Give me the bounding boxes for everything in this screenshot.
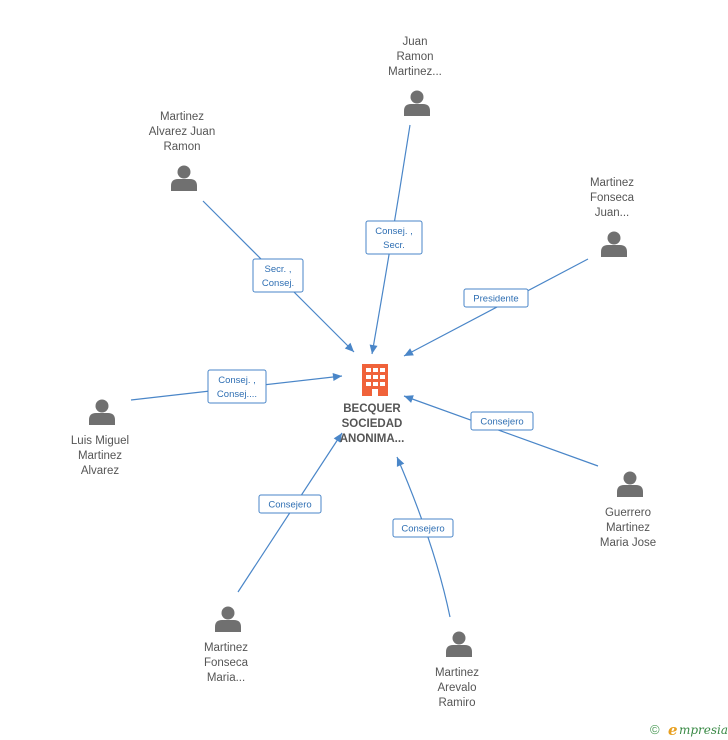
role-label-text: Secr. (383, 240, 405, 251)
role-label-text: Consej. (262, 278, 294, 289)
role-label-luis-miguel-martinez-alvarez[interactable]: Consej. , Consej.... (207, 369, 267, 404)
brand-logo-initial: e (668, 721, 678, 739)
role-label-martinez-arevalo-ramiro[interactable]: Consejero (392, 518, 454, 538)
person-node-martinez-fonseca-maria[interactable]: MartinezFonsecaMaria... (204, 606, 249, 685)
footer-brand: © e mpresia (650, 721, 728, 739)
arrowhead-martinez-fonseca-maria (333, 433, 342, 443)
person-name-line: Juan (403, 36, 428, 48)
arrowhead-martinez-alvarez-juan-ramon (344, 342, 354, 352)
role-label-box (470, 411, 534, 431)
role-labels-layer: Consej. ,Secr.Secr. ,Consej.PresidenteCo… (207, 220, 534, 538)
role-label-text: Consej.... (217, 389, 257, 400)
role-label-box (252, 258, 304, 293)
person-name-line: Alvarez (81, 465, 120, 477)
role-label-box (392, 518, 454, 538)
person-name-line: Fonseca (590, 192, 635, 204)
person-icon (617, 471, 643, 497)
person-name-line: Maria... (207, 672, 245, 684)
person-name-line: Martinez (78, 450, 122, 462)
company-name-line-2: SOCIEDAD (342, 418, 403, 430)
person-name-line: Ramiro (438, 697, 475, 709)
person-name-line: Luis Miguel (71, 435, 129, 447)
arrowhead-juan-ramon-martinez (369, 344, 378, 354)
role-label-text: Consejero (401, 524, 444, 535)
role-label-text: Presidente (473, 294, 518, 305)
role-label-text: Consejero (268, 500, 311, 511)
arrowhead-martinez-arevalo-ramiro (396, 457, 405, 467)
building-icon (362, 364, 388, 396)
role-label-box (463, 288, 529, 308)
person-icon (215, 606, 241, 632)
company-name-line-1: BECQUER (343, 403, 401, 415)
person-name-line: Martinez (606, 522, 650, 534)
role-label-martinez-fonseca-maria[interactable]: Consejero (258, 494, 322, 514)
person-node-juan-ramon-martinez[interactable]: JuanRamonMartinez... (388, 36, 442, 116)
person-name-line: Martinez (160, 111, 204, 123)
role-label-juan-ramon-martinez[interactable]: Consej. , Secr. (365, 220, 423, 255)
arrowhead-guerrero-martinez-maria-jose (404, 395, 414, 403)
person-name-line: Juan... (595, 207, 630, 219)
person-name-line: Fonseca (204, 657, 249, 669)
person-icon (171, 165, 197, 191)
person-name-line: Ramon (163, 141, 200, 153)
role-label-martinez-alvarez-juan-ramon[interactable]: Secr. , Consej. (252, 258, 304, 293)
company-node[interactable]: BECQUER SOCIEDAD ANONIMA... (340, 364, 405, 445)
person-node-martinez-fonseca-juan[interactable]: MartinezFonsecaJuan... (590, 177, 635, 257)
person-icon (601, 231, 627, 257)
role-label-martinez-fonseca-juan[interactable]: Presidente (463, 288, 529, 308)
arrowhead-luis-miguel-martinez-alvarez (332, 373, 342, 381)
person-name-line: Martinez (590, 177, 634, 189)
role-label-text: Consej. , (375, 226, 413, 237)
person-icon (446, 631, 472, 657)
person-name-line: Alvarez Juan (149, 126, 215, 138)
edge-martinez-arevalo-ramiro (396, 456, 451, 618)
person-name-line: Maria Jose (600, 537, 656, 549)
brand-logo-text: mpresia (679, 723, 728, 737)
edge-guerrero-martinez-maria-jose (403, 395, 599, 467)
person-name-line: Ramon (396, 51, 433, 63)
arrowhead-martinez-fonseca-juan (404, 348, 414, 356)
person-name-line: Guerrero (605, 507, 651, 519)
person-name-line: Martinez (204, 642, 248, 654)
person-name-line: Martinez... (388, 66, 442, 78)
role-label-box (207, 369, 267, 404)
person-icon (89, 399, 115, 425)
role-label-text: Consejero (480, 417, 523, 428)
company-name-line-3: ANONIMA... (340, 433, 405, 445)
role-label-guerrero-martinez-maria-jose[interactable]: Consejero (470, 411, 534, 431)
role-label-box (258, 494, 322, 514)
role-label-text: Secr. , (265, 264, 292, 275)
person-icon (404, 90, 430, 116)
copyright-icon: © (650, 722, 660, 737)
person-name-line: Martinez (435, 667, 479, 679)
role-label-box (365, 220, 423, 255)
role-label-text: Consej. , (218, 375, 256, 386)
person-name-line: Arevalo (438, 682, 477, 694)
